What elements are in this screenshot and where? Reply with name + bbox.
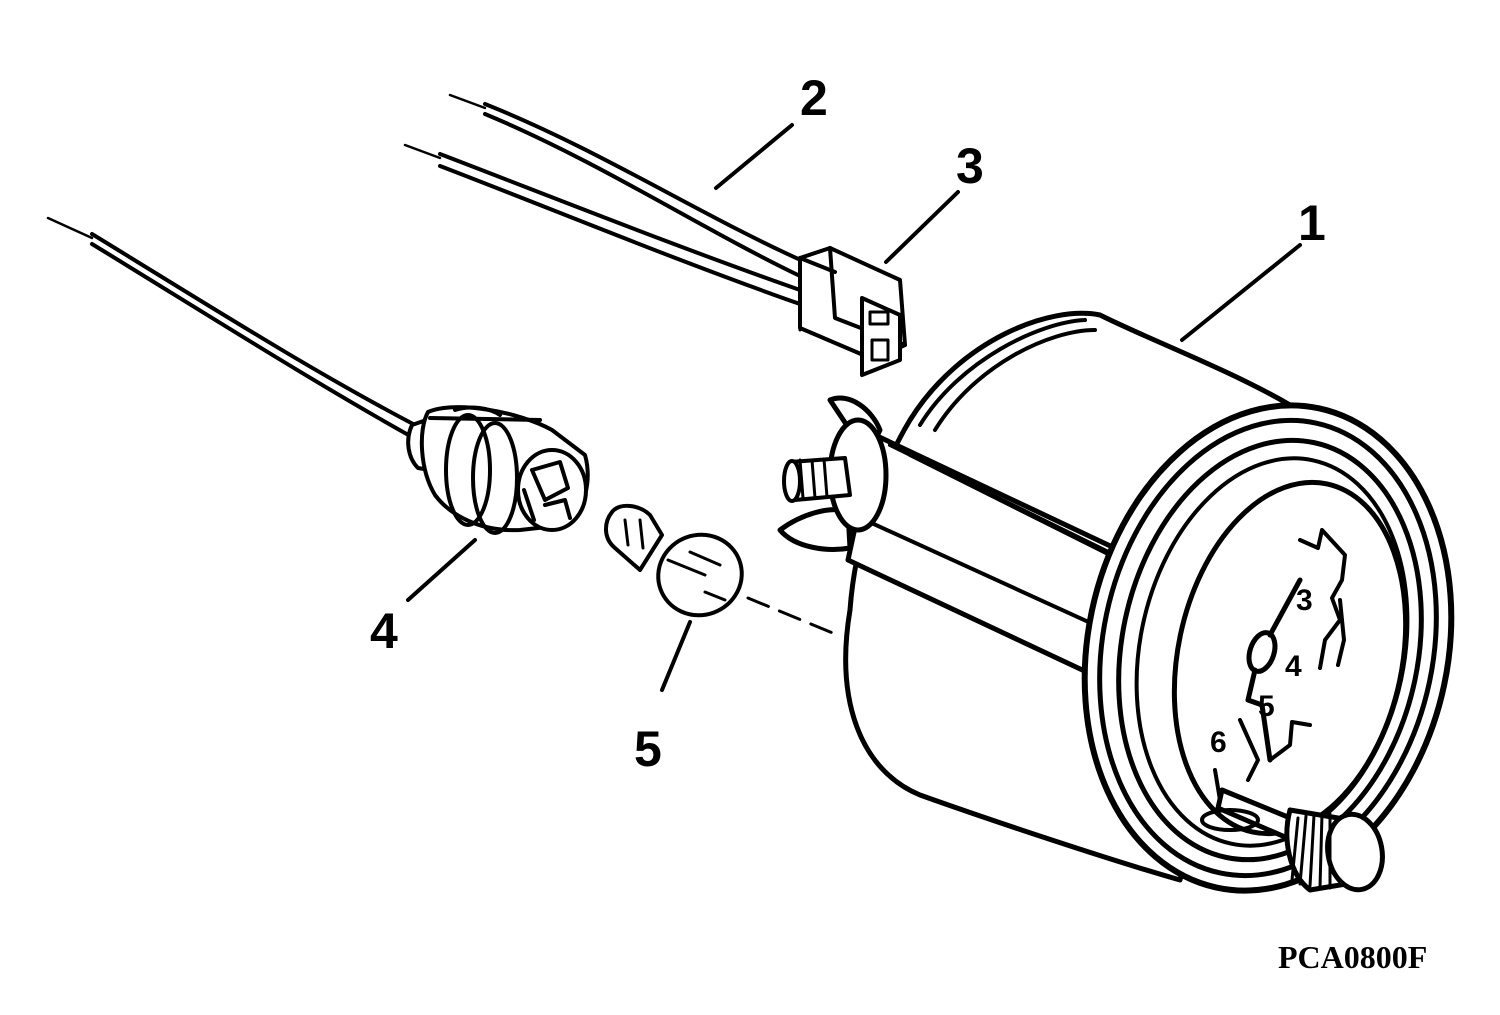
callout-1: 1 bbox=[1298, 195, 1326, 251]
wire-pair bbox=[403, 93, 807, 306]
callout-3: 3 bbox=[956, 138, 984, 194]
callout-4: 4 bbox=[370, 603, 398, 659]
bulb-socket bbox=[46, 216, 590, 535]
callout-5: 5 bbox=[634, 721, 662, 777]
dial-number-5: 5 bbox=[1258, 690, 1275, 723]
leader-lines bbox=[406, 123, 1302, 692]
gauge bbox=[777, 310, 1455, 894]
figure-code: PCA0800F bbox=[1278, 939, 1427, 975]
wire-connector bbox=[798, 246, 907, 377]
bulb bbox=[604, 503, 842, 638]
dial-number-3: 3 bbox=[1296, 584, 1313, 617]
dial-number-4: 4 bbox=[1285, 650, 1302, 683]
callout-2: 2 bbox=[800, 70, 828, 126]
dial-number-6: 6 bbox=[1210, 726, 1227, 759]
